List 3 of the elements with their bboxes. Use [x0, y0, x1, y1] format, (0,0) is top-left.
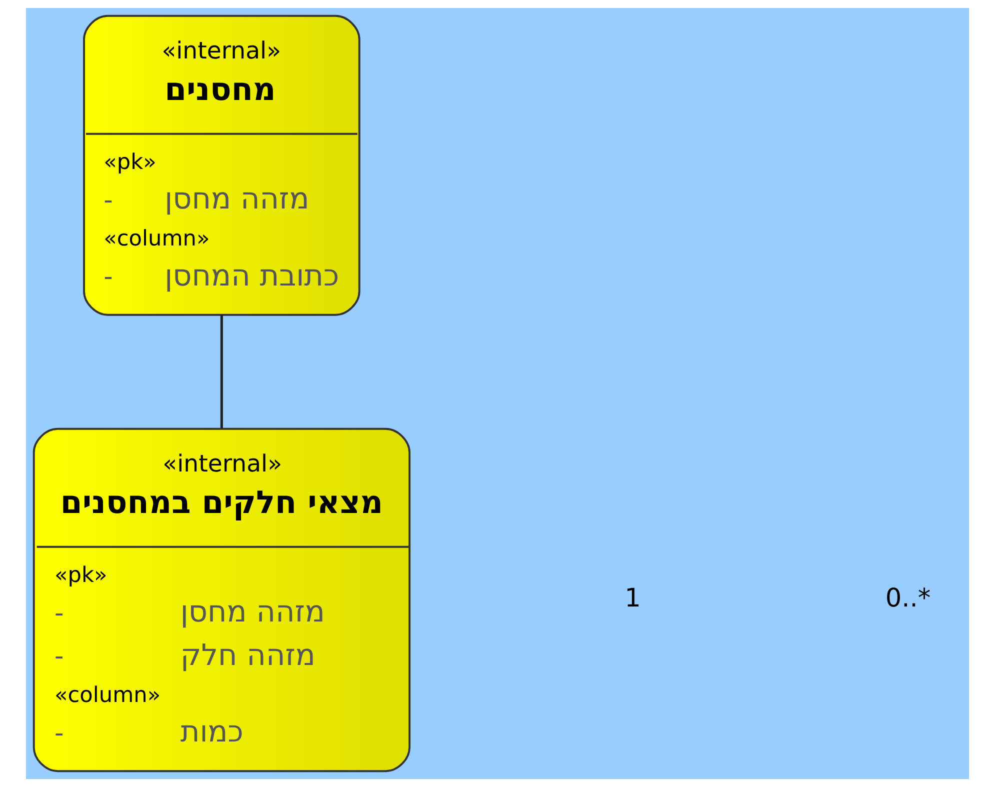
- label: 1: [624, 584, 640, 614]
- connector: [220, 315, 222, 428]
- label: 0..*: [884, 584, 930, 614]
